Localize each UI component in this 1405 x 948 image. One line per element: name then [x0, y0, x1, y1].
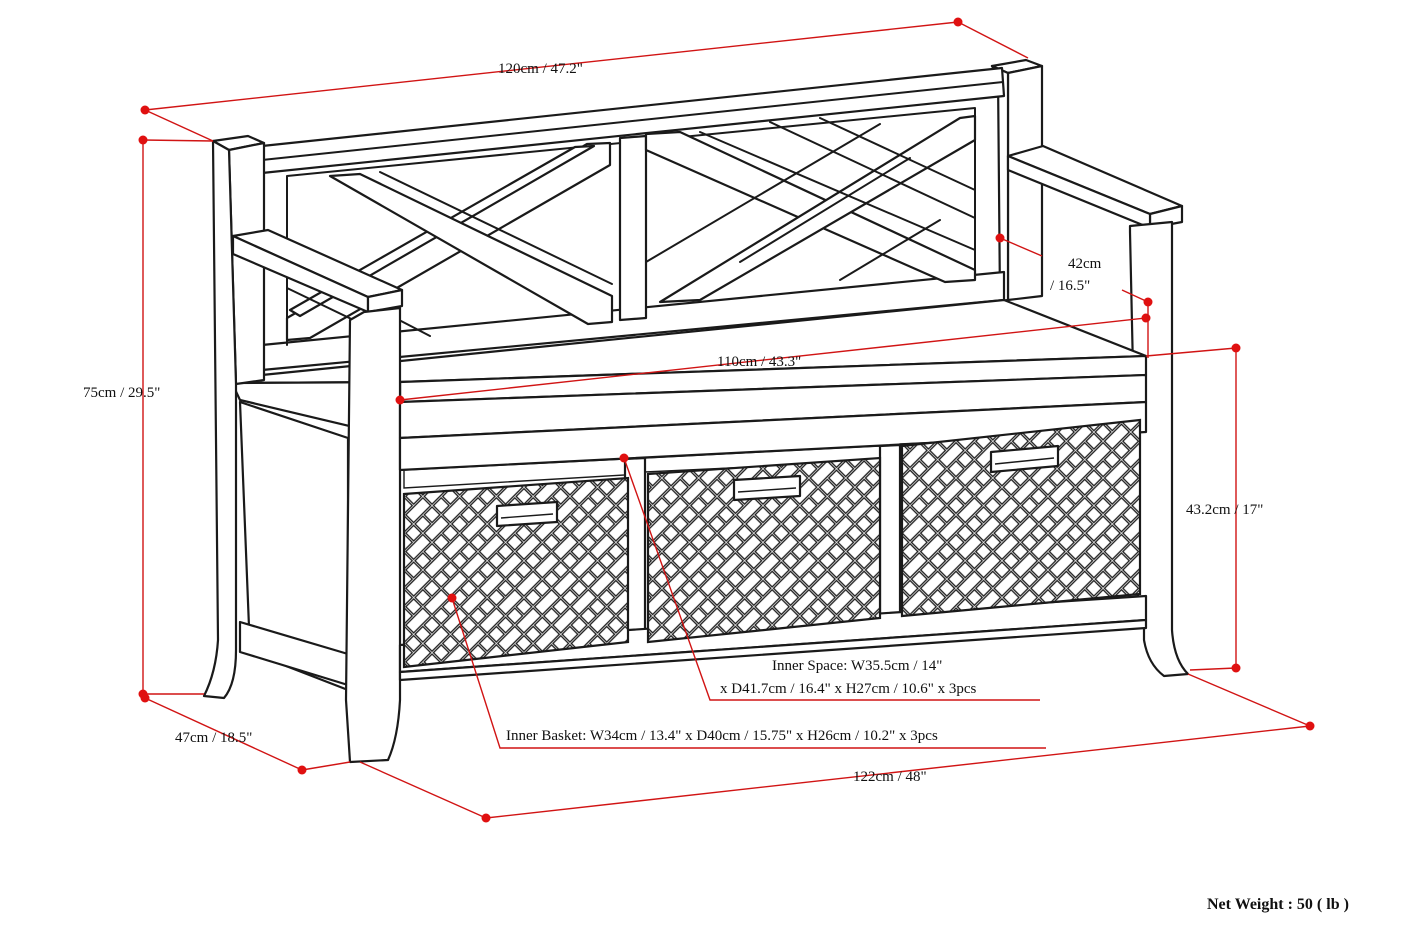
- label-inner-space-line1: Inner Space: W35.5cm / 14": [772, 658, 942, 674]
- label-total-height: 75cm / 29.5": [83, 385, 160, 401]
- basket-left-handle: [495, 500, 559, 528]
- dim-line-base-width: [485, 725, 1311, 819]
- back-right-lattice: [644, 114, 977, 304]
- basket-middle: [646, 456, 882, 644]
- back-left-post: [202, 134, 266, 700]
- dim-line-top-width: [144, 21, 959, 111]
- label-seat-height: 43.2cm / 17": [1186, 502, 1263, 518]
- basket-middle-handle: [732, 474, 802, 502]
- label-inner-space-line2: x D41.7cm / 16.4" x H27cm / 10.6" x 3pcs: [720, 681, 977, 697]
- dim-line-arm-height: [999, 237, 1043, 257]
- back-left-lattice: [285, 141, 614, 342]
- label-arm-height-line2: / 16.5": [1050, 278, 1090, 294]
- label-top-width: 120cm / 47.2": [498, 61, 583, 77]
- label-arm-height-line1: 42cm: [1068, 256, 1102, 272]
- basket-left: [402, 476, 630, 669]
- label-base-width: 122cm / 48": [853, 769, 927, 785]
- basket-right: [900, 418, 1142, 618]
- label-inner-basket: Inner Basket: W34cm / 13.4" x D40cm / 15…: [506, 728, 938, 744]
- left-arm: [231, 228, 404, 314]
- leader-inner-basket: [451, 597, 1046, 749]
- bench-illustration: [202, 58, 1190, 764]
- right-front-leg: [1128, 220, 1190, 678]
- leader-inner-space: [623, 457, 1040, 701]
- label-depth: 47cm / 18.5": [175, 730, 252, 746]
- dim-line-depth: [144, 697, 303, 771]
- back-center-slat: [618, 134, 648, 322]
- dimension-labels: 120cm / 47.2" 75cm / 29.5" 42cm / 16.5" …: [83, 61, 1349, 913]
- basket-right-handle: [989, 444, 1060, 474]
- left-front-leg: [344, 306, 402, 764]
- label-net-weight: Net Weight : 50 ( lb ): [1207, 896, 1349, 913]
- label-seat-width: 110cm / 43.3": [717, 354, 801, 370]
- dimension-lines: [138, 17, 1315, 823]
- right-arm: [1006, 144, 1184, 230]
- dim-line-seat-width: [399, 317, 1147, 401]
